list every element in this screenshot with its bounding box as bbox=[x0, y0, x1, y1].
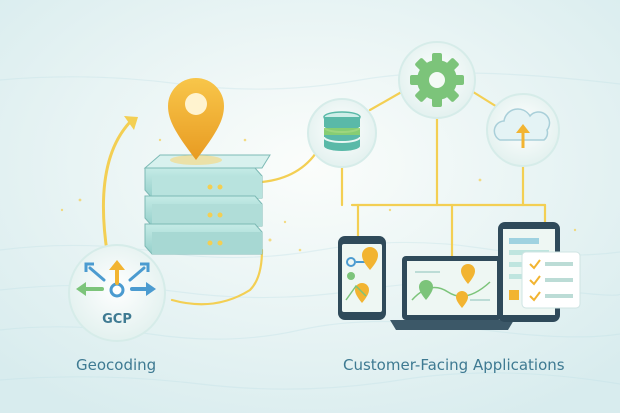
sparkles bbox=[60, 138, 577, 252]
flow-arrow bbox=[101, 116, 138, 260]
gear-node bbox=[398, 41, 476, 119]
connector-db-gear bbox=[368, 88, 407, 112]
compass-arrows-icon bbox=[76, 260, 156, 298]
geocoding-caption: Geocoding bbox=[76, 356, 157, 374]
cloud-node bbox=[486, 93, 560, 167]
connectors bbox=[170, 88, 547, 306]
customer-apps-caption: Customer-Facing Applications bbox=[343, 356, 565, 374]
laptop-icon bbox=[390, 256, 514, 330]
map-pin-icon bbox=[168, 78, 224, 165]
gcp-label: GCP bbox=[102, 312, 132, 327]
server-stack-icon bbox=[143, 154, 271, 255]
smartphone-icon bbox=[338, 236, 386, 320]
cloud-upload-icon bbox=[493, 108, 551, 148]
gear-icon bbox=[410, 53, 464, 107]
database-icon bbox=[323, 111, 361, 151]
connector-server-db bbox=[260, 148, 320, 184]
gcp-node: GCP bbox=[68, 244, 166, 342]
checklist-card bbox=[521, 251, 581, 309]
database-node bbox=[307, 98, 377, 168]
connector-geo-server-bottom bbox=[170, 248, 264, 306]
